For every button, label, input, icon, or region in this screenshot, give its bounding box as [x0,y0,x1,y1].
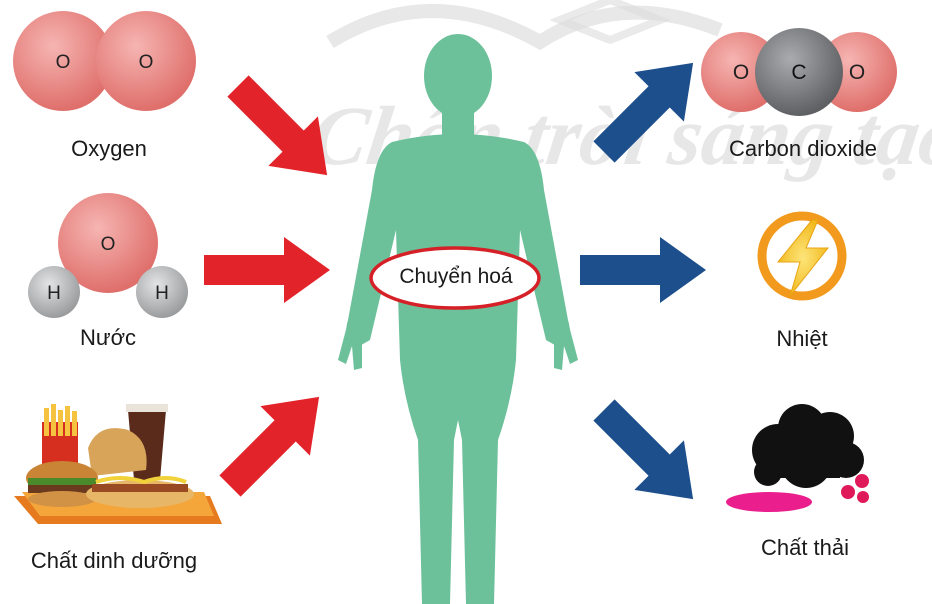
co2-atom-o1: O [733,61,749,84]
food-tray-icon [14,404,222,524]
oxygen-atom-1: O [56,52,71,73]
water-molecule-icon: O H H [28,193,188,318]
oxygen-atom-2: O [139,52,154,73]
carbon-dioxide-molecule-icon: O C O [701,28,897,116]
co2-atom-o2: O [849,61,865,84]
heat-label: Nhiệt [752,326,852,352]
nutrients-label: Chất dinh dưỡng [14,548,214,574]
carbon-dioxide-label: Carbon dioxide [723,136,883,162]
co2-atom-c: C [791,61,806,84]
waste-icon [726,404,869,512]
water-atom-h2: H [155,283,169,304]
water-atom-h1: H [47,283,61,304]
heat-lightning-icon [762,216,842,296]
waste-label: Chất thải [740,535,870,561]
water-atom-o: O [101,234,116,255]
oxygen-molecule-icon: O O [13,11,196,111]
oxygen-label: Oxygen [44,136,174,162]
water-label: Nước [58,325,158,351]
